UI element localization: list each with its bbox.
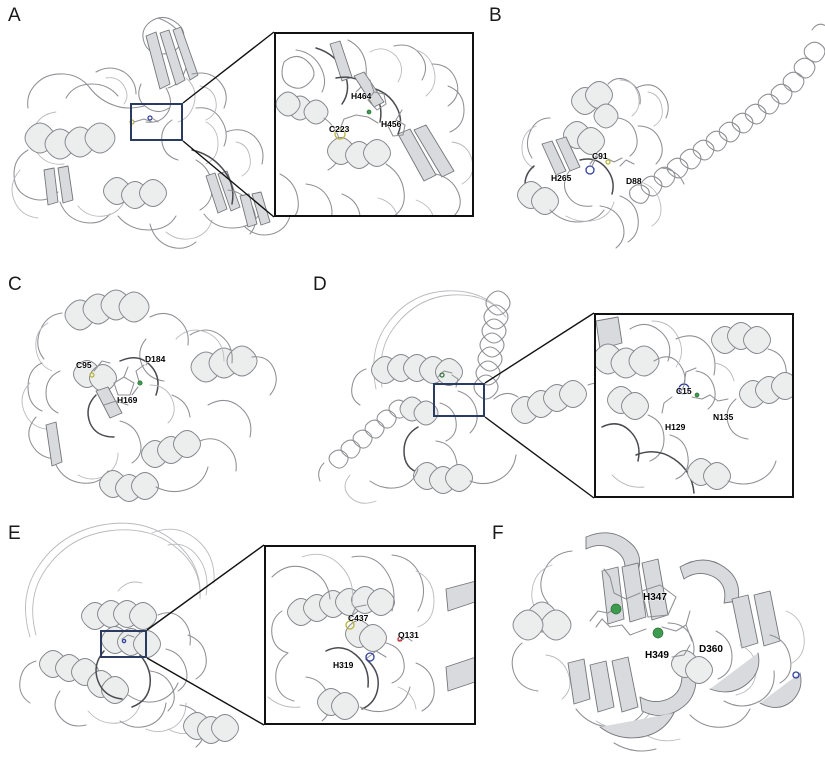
structure-f xyxy=(511,532,805,752)
residue-label-c95: C95 xyxy=(76,360,92,370)
roi-box-e[interactable] xyxy=(100,630,147,658)
inset-d xyxy=(594,313,794,498)
panel-letter-a: A xyxy=(8,5,22,26)
residue-label-c437: C437 xyxy=(348,613,369,623)
structure-d-inset xyxy=(596,316,792,494)
residue-label-c223: C223 xyxy=(329,124,350,134)
panel-d: D xyxy=(310,265,825,515)
roi-box-d[interactable] xyxy=(433,383,485,417)
residue-label-d360: D360 xyxy=(699,644,723,655)
residue-label-c91: C91 xyxy=(592,151,608,161)
inset-e xyxy=(264,545,476,725)
residue-label-d88: D88 xyxy=(626,176,642,186)
inset-a xyxy=(274,32,474,217)
panel-letter-d: D xyxy=(313,274,328,295)
panel-letter-c: C xyxy=(8,274,23,295)
panel-e: E xyxy=(0,515,490,766)
structure-b xyxy=(517,23,825,249)
panel-f: F xyxy=(490,515,825,766)
panel-letter-e: E xyxy=(8,523,22,544)
roi-box-a[interactable] xyxy=(130,103,183,141)
residue-label-h129: H129 xyxy=(665,422,686,432)
panel-letter-f: F xyxy=(492,523,505,544)
panel-letter-b: B xyxy=(489,5,503,26)
residue-label-h349: H349 xyxy=(645,650,669,661)
residue-label-d184: D184 xyxy=(145,354,166,364)
residue-label-h265: H265 xyxy=(551,173,572,183)
residue-label-c15: C15 xyxy=(676,386,692,396)
panel-a: A xyxy=(0,0,480,262)
panel-b: B xyxy=(480,0,825,262)
residue-label-h456: H456 xyxy=(381,119,402,129)
panel-c: C xyxy=(0,265,310,515)
residue-label-n135: N135 xyxy=(713,412,734,422)
structure-c xyxy=(21,289,277,502)
structure-e-inset xyxy=(267,553,474,722)
residue-label-h347: H347 xyxy=(643,592,667,603)
residue-label-h169: H169 xyxy=(117,395,138,405)
residue-label-q131: Q131 xyxy=(398,630,419,640)
residue-label-h464: H464 xyxy=(351,91,372,101)
residue-label-h319: H319 xyxy=(333,660,354,670)
structure-a-inset xyxy=(276,39,472,215)
